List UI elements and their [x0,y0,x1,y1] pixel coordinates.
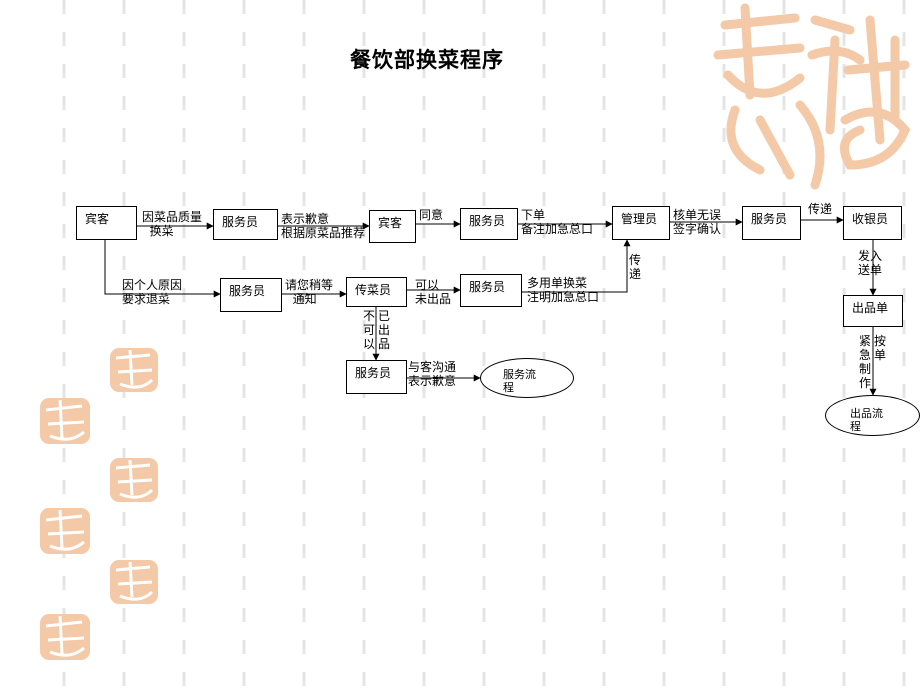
edge-waiter5-manager [522,239,631,293]
label-agree: 同意 [419,208,444,222]
seal-stamp-icon [40,614,90,660]
label-urgent-col1: 紧急制作 [858,334,871,390]
node-waiter-5[interactable]: 服务员 [460,274,522,307]
seal-stamp-icon [713,3,911,190]
label-cannot-cancel-col2: 已出品 [377,309,390,351]
seal-stamp-icon [110,348,158,392]
label-communicate: 与客沟通 表示歉意 [408,360,457,388]
node-manager[interactable]: 管理员 [612,206,670,240]
node-service-flow[interactable]: 服务流程 [480,358,574,398]
seal-stamp-icon [110,458,158,502]
seal-stamp-icon [40,398,90,444]
label-can-cancel: 可以 未出品 [415,278,452,306]
label-urgent-col2: 按单 [873,334,886,362]
label-pass-2: 传递 [628,253,641,281]
label-please-wait: 请您稍等 通知 [285,278,334,306]
seal-stamp-icon [40,508,90,554]
node-waiter-4[interactable]: 服务员 [220,278,282,312]
edge-guest1-waiter4 [104,240,221,298]
label-personal-return: 因个人原因 要求退菜 [122,278,183,306]
page-title: 餐饮部换菜程序 [350,48,504,72]
label-verify-sign: 核单无误 签字确认 [673,208,722,236]
label-send-in: 发入 送单 [858,249,883,277]
label-apologize-recommend: 表示歉意 根据原菜品推荐 [281,212,366,240]
node-waiter-6[interactable]: 服务员 [346,360,407,394]
label-new-order: 多用单换菜 注明加急总口 [527,276,600,304]
node-runner[interactable]: 传菜员 [346,277,407,307]
node-waiter-3[interactable]: 服务员 [742,206,801,240]
node-cashier[interactable]: 收银员 [843,206,902,240]
node-waiter-2[interactable]: 服务员 [460,208,518,240]
node-waiter-1[interactable]: 服务员 [213,209,278,240]
label-pass-1: 传递 [808,202,833,216]
label-place-order: 下单 备注加急总口 [521,208,594,236]
label-cannot-cancel-col1: 不可以 [362,309,375,351]
node-guest-2[interactable]: 宾客 [369,210,416,243]
node-production-flow[interactable]: 出品流程 [825,395,920,436]
node-order-slip[interactable]: 出品单 [843,295,903,327]
label-quality-issue: 因菜品质量 换菜 [142,210,203,238]
seal-stamp-icon [110,560,158,604]
node-guest-1[interactable]: 宾客 [76,206,137,240]
